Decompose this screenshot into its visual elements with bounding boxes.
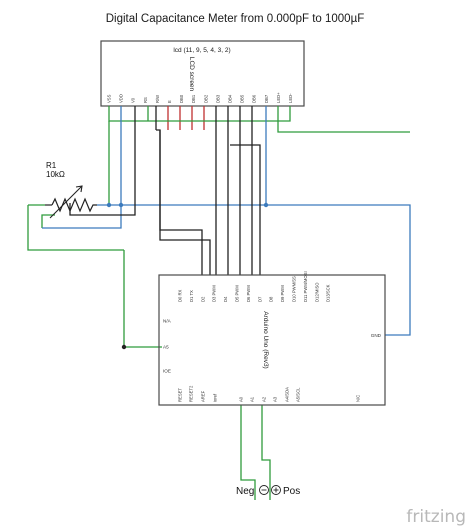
arduino-bottom-pin-label: AREF [201,390,206,402]
arduino-bottom-pin-label: A1 [250,396,255,402]
arduino-bottom-pin-label: A3 [273,396,278,402]
arduino-bottom-pin-label: A0 [239,396,244,402]
lcd-pin-label: V0 [131,97,136,103]
potentiometer-r1: R1 10kΩ [45,161,97,219]
lcd-pin-label: DB1 [191,94,196,103]
arduino-right-pin-label: GND [371,333,382,338]
lcd-block [100,40,305,107]
arduino-bottom-pin-label: A2 [262,396,267,402]
arduino-pins: D0 RX D1 TX D2 D3 PWM D4 D5 PWM D6 PWM D7 D8 D9 P… [163,271,382,402]
arduino-left-pin-label: A5 [163,345,169,350]
neg-terminal-icon [259,485,269,495]
arduino-top-pin-label: D2 [200,296,205,302]
blue-wires [42,106,411,336]
arduino-top-pin-label: D12/MISO [314,282,319,302]
lcd-pin-label: DB7 [264,94,269,103]
arduino-bottom-pin-label: ioref [213,393,218,402]
arduino-block [158,274,386,406]
lcd-pin-label: LED+ [276,92,281,103]
green-wires [27,106,410,500]
lcd-pin-label: RS [143,97,148,103]
junctions [106,202,269,350]
arduino-top-pin-label: D11 PWM/MOSI [303,271,308,302]
arduino-left-pin-label: N/A [163,319,172,324]
wires [27,106,411,500]
arduino-top-pin-label: D6 PWM [246,285,251,302]
lcd-pin-label: DB5 [240,94,245,103]
arduino-label: Arduino Uno (Rev3) [262,311,269,368]
lcd-pin-label: LED- [288,93,293,103]
fritzing-logo: fritzing [406,507,466,527]
lcd-label: lcd (11, 9, 5, 4, 3, 2) [173,47,230,54]
arduino-bottom-pin-label: RESET2 [189,385,194,402]
connector-neg-label: Neg [236,486,254,497]
diagram-title: Digital Capacitance Meter from 0.000pF t… [106,13,364,25]
capacitor-connector: Neg Pos [236,485,300,497]
arduino-top-pin-label: D5 PWM [235,285,240,302]
arduino-top-pin-label: D10 PWM/SS [292,276,297,302]
black-wires [69,106,261,275]
arduino-bottom-pin-label: A5/SCL [296,387,301,402]
arduino-top-pin-label: D7 [257,296,262,302]
resistor-value: 10kΩ [46,170,65,179]
arduino-top-pin-label: D3 PWM [212,285,217,302]
arduino-top-pin-label: D0 RX [178,289,183,302]
arduino-top-pin-label: D4 [223,296,228,302]
lcd-unused-lines [167,106,205,130]
lcd-pin-label: VSS [107,94,112,103]
arduino-bottom-pin-label: A4/SDA [285,387,290,402]
lcd-pin-label: VDD [119,94,124,103]
arduino-top-pin-label: D1 TX [189,290,194,302]
lcd-pin-label: DB3 [215,94,220,103]
arduino-top-pin-label: D13/SCK [326,284,331,302]
resistor-ref: R1 [46,161,57,170]
arduino-top-pin-label: D8 [269,296,274,302]
arduino-bottom-pin-label: N/C [356,395,361,402]
arduino-top-pin-label: D9 PWM [280,285,285,302]
lcd-pin-label: DB4 [228,94,233,103]
lcd-pins: VSS VDD V0 RS R/W E DB0 DB1 DB2 DB3 DB4 DB5 DB6 DB7 LE… [107,92,294,103]
connector-pos-label: Pos [283,486,300,497]
arduino-left-pin-label: IOE [163,369,171,374]
pos-terminal-icon [271,485,281,495]
lcd-pin-label: DB0 [179,94,184,103]
lcd-pin-label: E [167,100,172,103]
lcd-pin-label: DB2 [203,94,208,103]
lcd-caption: LCD screen [188,57,195,92]
arduino-bottom-pin-label: RESET [178,388,183,402]
lcd-pin-label: R/W [155,95,160,103]
lcd-pin-label: DB6 [252,94,257,103]
